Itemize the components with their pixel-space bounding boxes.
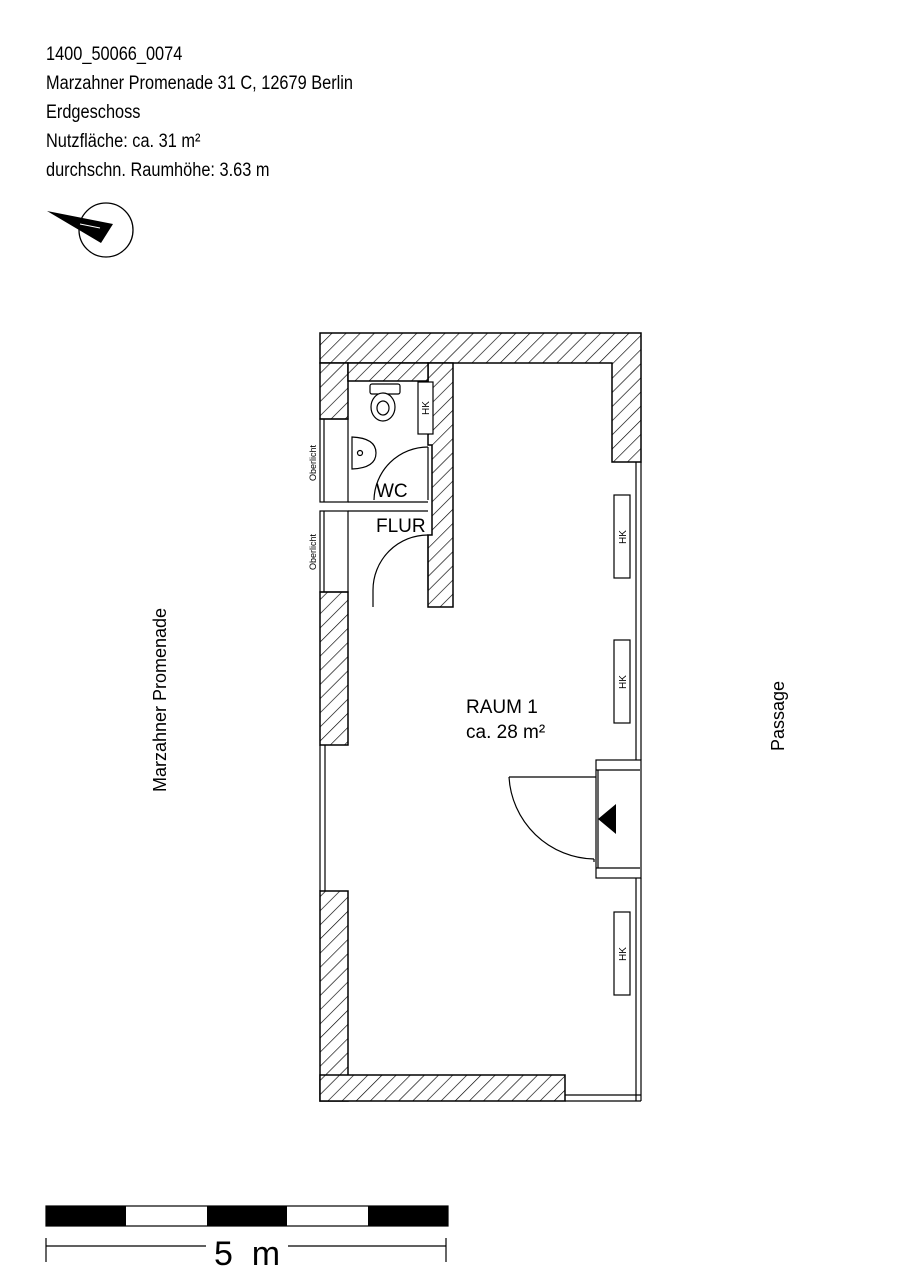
usable-area: Nutzfläche: ca. 31 m²	[46, 131, 201, 152]
plan-id: 1400_50066_0074	[46, 44, 183, 65]
room-height: durchschn. Raumhöhe: 3.63 m	[46, 160, 270, 181]
door-wc	[373, 446, 429, 501]
room-label-raum1: RAUM 1	[466, 697, 538, 718]
entrance-arrow-icon	[598, 804, 616, 834]
floor-label: Erdgeschoss	[46, 102, 141, 123]
hk-label-wc: HK	[421, 401, 432, 415]
room-label-flur: FLUR	[376, 516, 426, 537]
north-arrow-icon	[47, 202, 134, 258]
radiator-2	[613, 639, 631, 724]
radiator-1	[613, 494, 631, 579]
hk-label-3: HK	[618, 947, 629, 961]
street-label-right: Passage	[768, 681, 788, 751]
address: Marzahner Promenade 31 C, 12679 Berlin	[46, 73, 354, 94]
scale-label: 5 m	[214, 1235, 280, 1273]
room-area-raum1: ca. 28 m²	[466, 722, 545, 743]
room-label-wc: WC	[376, 481, 408, 502]
hk-label-1: HK	[618, 530, 629, 544]
street-label-left: Marzahner Promenade	[150, 608, 170, 792]
radiator-wc	[417, 381, 434, 435]
radiators	[417, 381, 631, 996]
door-entrance	[508, 776, 596, 862]
walls	[319, 332, 642, 1102]
oberlicht-label-1: Oberlicht	[308, 444, 318, 481]
frame-lines	[319, 418, 642, 1102]
sink-icon	[351, 436, 377, 470]
oberlicht-label-2: Oberlicht	[308, 533, 318, 570]
door-flur	[372, 534, 429, 607]
plan-header: 1400_50066_0074 Marzahner Promenade 31 C…	[46, 40, 546, 185]
radiator-3	[613, 911, 631, 996]
scale-bar: 5 m	[45, 1205, 449, 1273]
toilet-icon	[369, 383, 401, 422]
hk-label-2: HK	[618, 675, 629, 689]
